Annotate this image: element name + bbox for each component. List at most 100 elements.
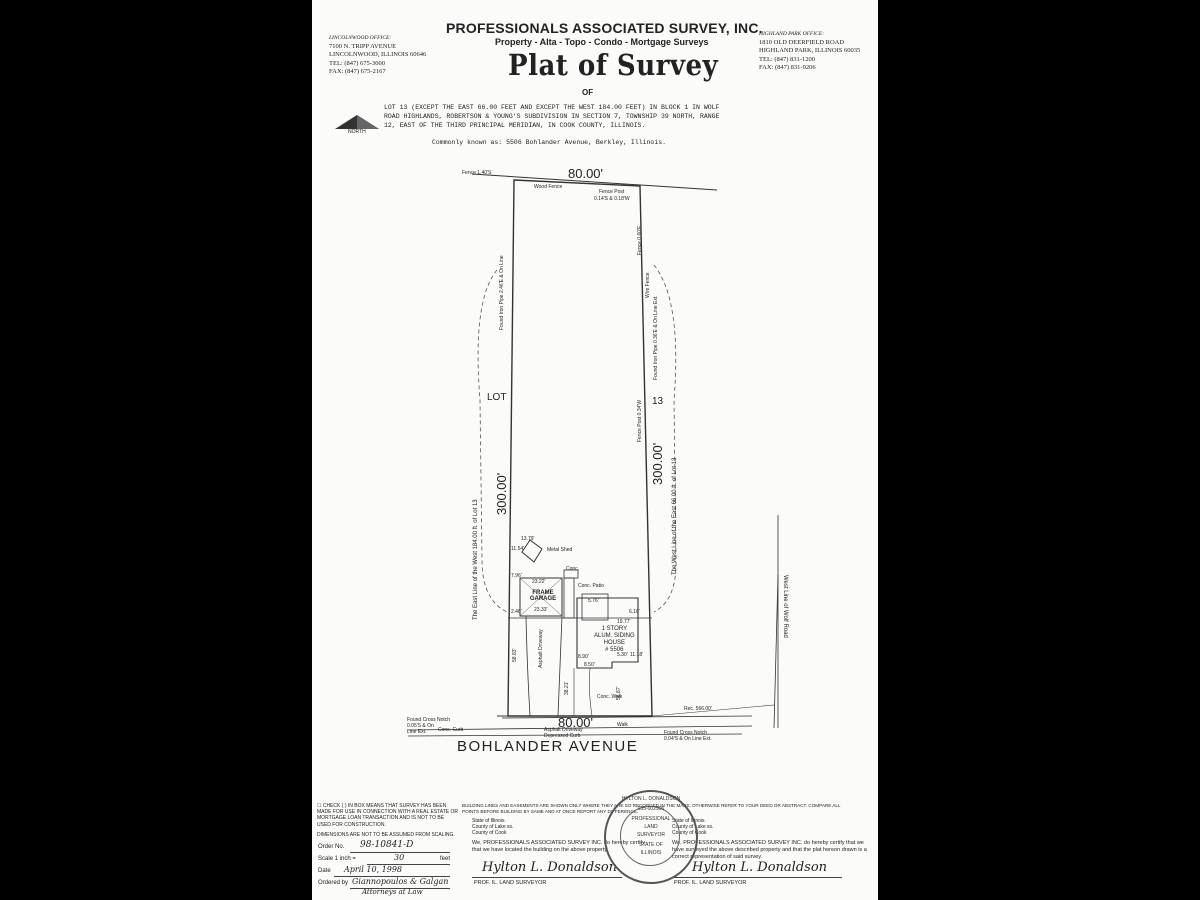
conc-label: Conc. <box>566 566 580 572</box>
state-left: State of Illinois County of Lake ss. Cou… <box>472 818 513 836</box>
driveway-curb-line: Asphalt Driveway <box>544 727 583 733</box>
west-line-text: The East Line of the West 184.00 ft. of … <box>473 499 479 620</box>
seal-text: SURVEYOR <box>637 832 665 838</box>
state-line: County of Lake ss. <box>472 824 514 830</box>
document-title: Plat of Survey <box>508 48 719 82</box>
dim-label: 7.96' <box>511 573 522 579</box>
shed-outline <box>521 539 543 563</box>
scale-label: Scale 1 inch = <box>318 856 356 862</box>
dim-label: 13.79' <box>521 536 535 542</box>
fence-post-note: Fence Post <box>599 189 625 195</box>
found-cross-notch-east: Found Cross Notch 0.04'S & On Line Ext. <box>664 730 712 742</box>
wolf-road-text: West Line of Wolf Road <box>782 575 788 638</box>
garage-label: FRAME GARAGE <box>529 590 557 602</box>
state-line: County of Cook <box>472 830 507 836</box>
cross-notch-line: 0.05'S & On <box>407 723 434 729</box>
fence-post-offset: 0.14'S & 0.18'W <box>594 196 630 202</box>
dim-label: 8.90' <box>578 654 589 660</box>
cert-right: We, PROFESSIONALS ASSOCIATED SURVEY INC.… <box>672 840 867 860</box>
dim-label: 8.50' <box>584 662 595 668</box>
commonly-known: Commonly known as: 5506 Bohlander Avenue… <box>432 139 667 146</box>
legal-line: 12, EAST OF THE THIRD PRINCIPAL MERIDIAN… <box>384 122 646 129</box>
prof-surveyor-left: PROF. IL. LAND SURVEYOR <box>474 880 547 886</box>
order-label: Order No. <box>318 844 345 850</box>
metal-shed-label: Metal Shed <box>547 547 573 553</box>
seal-text: ILLINOIS <box>640 850 662 856</box>
east-dimension: 300.00' <box>650 442 665 485</box>
north-arrow-icon <box>335 115 379 129</box>
lot-number: 13 <box>652 396 664 407</box>
dim-label: 6.18' <box>629 609 640 615</box>
cross-notch-line: Line Ext. <box>407 729 427 735</box>
state-line: State of Illinois <box>472 818 505 824</box>
right-office-line: FAX: (847) 831-9206 <box>759 64 816 72</box>
seal-text: 035-002996 <box>637 806 665 812</box>
legal-description: LOT 13 (EXCEPT THE EAST 66.00 FEET AND E… <box>384 103 719 130</box>
driveway-curb-line: Depressed Curb <box>544 733 581 739</box>
house-label-line: HOUSE <box>603 640 626 646</box>
dim-label: 11.18' <box>630 652 644 658</box>
right-office-line: HIGHLAND PARK, ILLINOIS 60035 <box>759 47 861 55</box>
dim-label: 2.46' <box>511 609 522 615</box>
legal-line: LOT 13 (EXCEPT THE EAST 66.00 FEET AND E… <box>384 104 720 111</box>
left-office-line: LINCOLNWOOD, ILLINOIS 60646 <box>329 51 427 59</box>
south-dimension: 80.00' <box>558 715 594 730</box>
survey-document: PROFESSIONALS ASSOCIATED SURVEY, INC. Pr… <box>312 0 878 900</box>
ordered-by-value-2: Attorneys at Law <box>362 888 423 896</box>
seal-text: HYLTON L. DONALDSON <box>621 796 681 802</box>
dimensions-note: DIMENSIONS ARE NOT TO BE ASSUMED FROM SC… <box>317 831 455 838</box>
right-office-address: HIGHLAND PARK OFFICE: 1810 OLD DEERFIELD… <box>759 30 860 73</box>
cert-left: We, PROFESSIONALS ASSOCIATED SURVEY INC.… <box>472 840 645 853</box>
right-office-line: 1810 OLD DEERFIELD ROAD <box>759 38 845 46</box>
cross-notch-line: 0.04'S & On Line Ext. <box>664 736 712 742</box>
conc-patio-label: Conc. Patio <box>578 583 604 589</box>
house-label: 1 STORY ALUM. SIDING HOUSE # 5506 <box>594 626 635 654</box>
seal-text: LAND <box>644 824 658 830</box>
seal-text: STATE OF <box>639 842 663 848</box>
prof-surveyor-right: PROF. IL. LAND SURVEYOR <box>674 880 747 886</box>
scale-value: 30 <box>394 853 405 862</box>
scale-unit: feet <box>440 856 451 862</box>
signature-right: Hylton L. Donaldson <box>692 860 828 875</box>
dim-label: 23.33' <box>534 607 548 613</box>
east-wire-fence: Wire Fence <box>645 272 651 298</box>
street-name: BOHLANDER AVENUE <box>457 738 639 755</box>
west-iron-pipe-note: Found Iron Pipe 2.46'E & On Line <box>499 255 505 330</box>
lot-label: LOT <box>487 392 507 403</box>
house-outline <box>576 597 639 669</box>
conc-curb-label: Conc. Curb <box>438 727 464 733</box>
west-dimension: 300.00' <box>494 472 509 515</box>
surveyor-seal: HYLTON L. DONALDSON 035-002996 PROFESSIO… <box>604 790 698 884</box>
north-dimension: 80.00' <box>568 166 604 181</box>
north-label: NORTH <box>348 129 366 135</box>
dim-label: 58.83' <box>512 648 518 662</box>
rec-label: Rec. 566.00' <box>684 706 712 712</box>
wood-fence-note: Wood Fence <box>534 184 563 190</box>
fence-post-west: Fence Post 0.34'W <box>637 399 643 442</box>
fence-nw-note: Fence 1.40'S <box>462 170 492 176</box>
conc-walk-label: Conc. Walk <box>597 694 623 700</box>
title-of: OF <box>582 88 594 97</box>
east-line-text: The West Line of the East 66.00 ft. of L… <box>672 457 678 575</box>
dim-label: 11.54' <box>511 546 525 552</box>
left-office-line: TEL: (847) 675-3000 <box>329 59 385 67</box>
dim-label: 38.21' <box>564 681 570 695</box>
dim-label: 19.77' <box>617 619 631 625</box>
check-note-text: ☐ CHECK ( ) IN BOX MEANS THAT SURVEY HAS… <box>317 803 459 828</box>
walk-label: Walk <box>617 722 628 728</box>
left-office-heading: LINCOLNWOOD OFFICE: <box>329 35 392 41</box>
left-office-address: LINCOLNWOOD OFFICE: 7100 N. TRIPP AVENUE… <box>329 34 426 77</box>
found-cross-notch-west: Found Cross Notch 0.05'S & On Line Ext. <box>407 717 450 735</box>
asphalt-driveway-curb: Asphalt Driveway Depressed Curb <box>544 727 583 739</box>
house-label-line: 1 STORY <box>601 626 628 632</box>
dim-label: 23.22' <box>532 579 546 585</box>
cross-notch-line: Found Cross Notch <box>664 730 708 736</box>
signature-left: Hylton L. Donaldson <box>482 860 618 875</box>
east-iron-pipe-note: Found Iron Pipe 0.36'E & On Line Ext. <box>653 295 659 380</box>
ordered-by-label: Ordered by <box>318 880 349 886</box>
ordered-by-value: Giannopoulos & Galgan <box>352 877 449 886</box>
left-office-line: FAX: (847) 675-2167 <box>329 68 386 76</box>
date-label: Date <box>318 868 331 874</box>
east-fence-offset: Fence 0.60'E <box>637 225 643 255</box>
dim-label: 5.30' <box>617 652 628 658</box>
